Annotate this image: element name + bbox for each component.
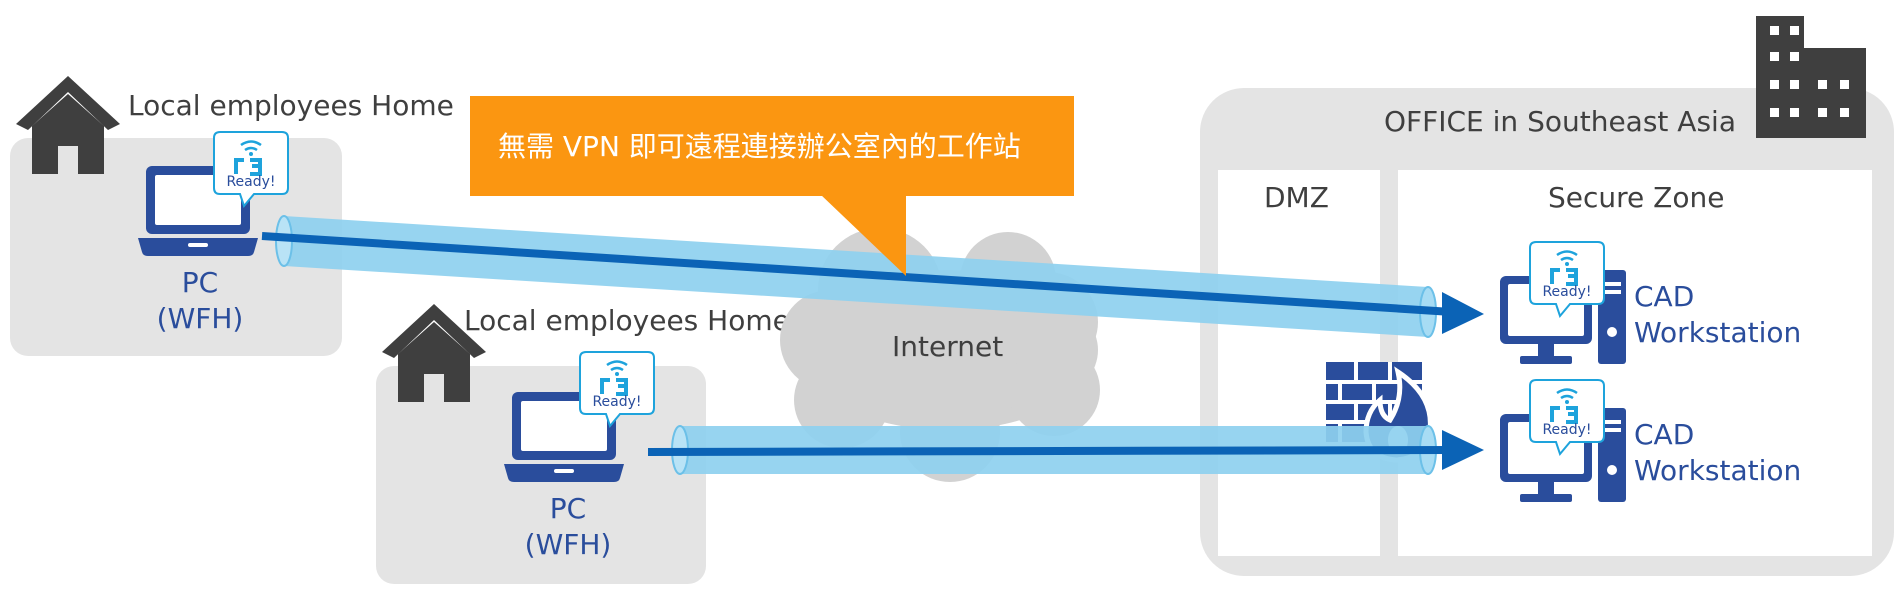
- callout-text: 無需 VPN 即可遠程連接辦公室內的工作站: [498, 130, 1021, 163]
- pc-label-1-line2: (WFH): [157, 302, 244, 335]
- pc-label-2-line1: PC: [550, 492, 586, 525]
- pc-label-1-line1: PC: [182, 266, 218, 299]
- ready-badge-1: Ready!: [212, 130, 290, 208]
- office-building-icon: [1756, 16, 1866, 138]
- ready-badge-3-text: Ready!: [1542, 284, 1591, 300]
- secure-zone-label: Secure Zone: [1548, 181, 1724, 214]
- connection-tunnel-2: [647, 425, 1484, 475]
- secure-zone: [1398, 170, 1872, 556]
- dmz-label: DMZ: [1264, 181, 1329, 214]
- ready-badge-1-text: Ready!: [226, 174, 275, 190]
- ready-badge-2: Ready!: [578, 350, 656, 428]
- ready-badge-4-text: Ready!: [1542, 422, 1591, 438]
- ready-badge-2-text: Ready!: [592, 394, 641, 410]
- ready-badge-3: Ready!: [1528, 240, 1606, 318]
- home-title-2: Local employees Home: [464, 304, 790, 337]
- home-title-1: Local employees Home: [128, 89, 454, 122]
- workstation-label-2-line2: Workstation: [1634, 454, 1801, 487]
- internet-label: Internet: [892, 330, 1003, 363]
- connection-tunnel-1: [261, 215, 1484, 338]
- workstation-label-1-line2: Workstation: [1634, 316, 1801, 349]
- callout-box: [470, 96, 1074, 276]
- pc-label-2-line2: (WFH): [525, 528, 612, 561]
- office-title: OFFICE in Southeast Asia: [1384, 105, 1736, 138]
- ready-badge-4: Ready!: [1528, 378, 1606, 456]
- workstation-label-1-line1: CAD: [1634, 280, 1694, 313]
- workstation-label-2-line1: CAD: [1634, 418, 1694, 451]
